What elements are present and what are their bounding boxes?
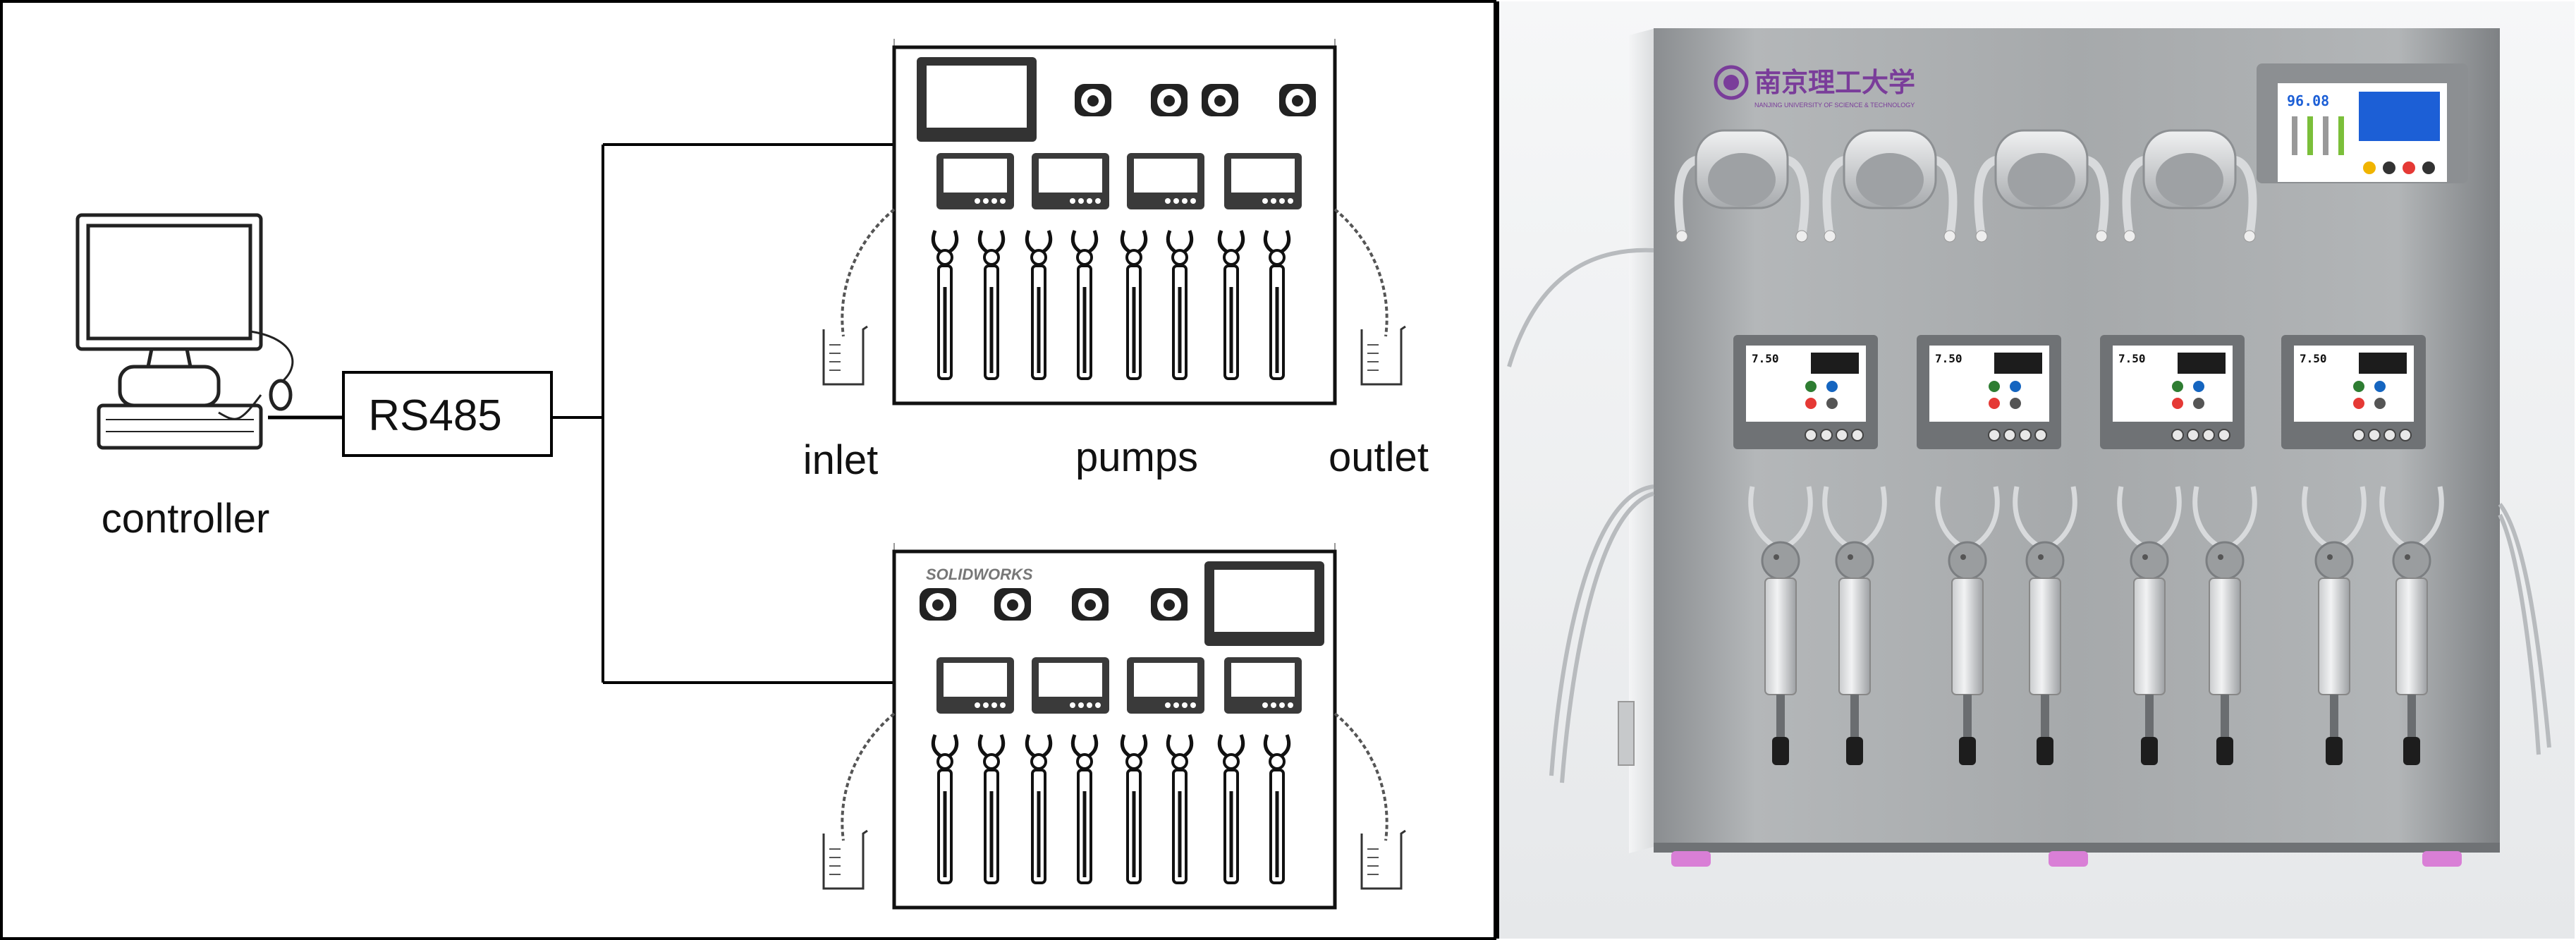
syringe-icon bbox=[931, 734, 959, 884]
main-screen-icons bbox=[2292, 116, 2435, 174]
solidworks-logo: SOLIDWORKS bbox=[926, 566, 1033, 583]
peristaltic-pump-icon bbox=[1072, 588, 1109, 621]
screen-button-icon bbox=[2403, 161, 2415, 174]
syringe-icon bbox=[977, 230, 1006, 380]
syringe-pump bbox=[1822, 486, 1887, 765]
syringe-icon bbox=[1120, 734, 1148, 884]
device-photo-panel: 南京理工大学 NANJING UNIVERSITY OF SCIENCE & T… bbox=[1496, 1, 2575, 939]
rs485-label: RS485 bbox=[368, 391, 502, 440]
peristaltic-pump bbox=[1674, 129, 1809, 243]
syringe-pump bbox=[2192, 486, 2257, 765]
level-bar-icon bbox=[2292, 116, 2297, 155]
peristaltic-pump-icon bbox=[1279, 84, 1316, 116]
side-plate bbox=[1629, 28, 1656, 853]
peristaltic-pump bbox=[1974, 129, 2109, 243]
module-screen bbox=[936, 153, 1014, 209]
module-touchscreen: 7.50 bbox=[1733, 335, 1878, 449]
syringe-icon bbox=[1166, 230, 1194, 380]
screen-button-icon bbox=[2422, 161, 2435, 174]
module-screen bbox=[1224, 657, 1302, 714]
syringe-pump bbox=[1748, 486, 1813, 765]
syringe-pump bbox=[2379, 486, 2444, 765]
module-screen bbox=[1127, 657, 1204, 714]
module-readout: 7.50 bbox=[1752, 352, 1779, 365]
module-screen bbox=[936, 657, 1014, 714]
peristaltic-pump-icon bbox=[1151, 588, 1188, 621]
outlet-label: outlet bbox=[1329, 434, 1429, 480]
syringe-icon bbox=[931, 230, 959, 380]
peristaltic-pump bbox=[1822, 129, 1958, 243]
level-bar-icon bbox=[2307, 116, 2313, 155]
device-components: 7.50 7.50 7.50 7.50 bbox=[1674, 129, 2444, 765]
peristaltic-pump bbox=[2122, 129, 2257, 243]
module-screen bbox=[1032, 657, 1109, 714]
level-bar-icon bbox=[2338, 116, 2344, 155]
university-name: 南京理工大学 bbox=[1754, 67, 1915, 98]
syringe-icon bbox=[1120, 230, 1148, 380]
syringe-icon bbox=[1166, 734, 1194, 884]
syringe-icon bbox=[1025, 230, 1053, 380]
syringe-pump bbox=[2302, 486, 2367, 765]
syringe-icon bbox=[1263, 230, 1291, 380]
syringe-pump bbox=[2013, 486, 2077, 765]
peristaltic-pump-icon bbox=[1202, 84, 1238, 116]
pump-cabinet: SOLIDWORKS bbox=[822, 543, 1406, 910]
module-touchscreen: 7.50 bbox=[2100, 335, 2245, 449]
module-touchscreen: 7.50 bbox=[1917, 335, 2061, 449]
peristaltic-pump-icon bbox=[994, 588, 1031, 621]
syringe-icon bbox=[1025, 734, 1053, 884]
syringe-pump bbox=[2117, 486, 2182, 765]
beaker-icon bbox=[1360, 325, 1406, 386]
beaker-icon bbox=[822, 325, 868, 386]
screen-button-icon bbox=[2363, 161, 2376, 174]
university-seal bbox=[1714, 65, 1749, 100]
pump-cabinet bbox=[822, 39, 1406, 405]
module-readout: 7.50 bbox=[2300, 352, 2327, 365]
beaker-icon bbox=[1360, 829, 1406, 890]
peristaltic-pump-icon bbox=[1075, 84, 1111, 116]
peristaltic-pump-icon bbox=[920, 588, 956, 621]
main-touchscreen: 96.08 bbox=[2257, 63, 2468, 183]
device-feet bbox=[1671, 851, 2462, 867]
university-name-en: NANJING UNIVERSITY OF SCIENCE & TECHNOLO… bbox=[1754, 102, 1915, 109]
schematic-panel: controller RS485 SOLIDWORKS inlet pumps … bbox=[0, 0, 1496, 940]
beaker-icon bbox=[822, 829, 868, 890]
syringe-icon bbox=[1217, 734, 1245, 884]
mouse bbox=[269, 379, 293, 411]
bus-wiring bbox=[551, 143, 894, 684]
pump-cabinets: SOLIDWORKS bbox=[822, 39, 1406, 910]
syringe-icon bbox=[1070, 230, 1099, 380]
side-connector bbox=[1618, 701, 1635, 766]
side-tubes bbox=[1507, 248, 2551, 783]
university-logo: 南京理工大学 NANJING UNIVERSITY OF SCIENCE & T… bbox=[1714, 65, 1915, 109]
peristaltic-pump-icon bbox=[1151, 84, 1188, 116]
module-touchscreen: 7.50 bbox=[2281, 335, 2426, 449]
level-bar-icon bbox=[2323, 116, 2328, 155]
screen-button-icon bbox=[2383, 161, 2395, 174]
main-readout: 96.08 bbox=[2287, 92, 2329, 109]
module-screen bbox=[1224, 153, 1302, 209]
syringe-pump bbox=[1935, 486, 2000, 765]
pumps-label: pumps bbox=[1075, 434, 1198, 480]
module-readout: 7.50 bbox=[2118, 352, 2146, 365]
module-readout: 7.50 bbox=[1935, 352, 1962, 365]
controller-label: controller bbox=[102, 496, 270, 542]
module-screen bbox=[1127, 153, 1204, 209]
pc-case bbox=[118, 365, 221, 408]
syringe-icon bbox=[977, 734, 1006, 884]
keyboard bbox=[97, 403, 263, 450]
rs485-box bbox=[342, 371, 553, 457]
syringe-icon bbox=[1263, 734, 1291, 884]
controller-computer bbox=[75, 213, 294, 450]
module-screen bbox=[1032, 153, 1109, 209]
syringe-icon bbox=[1070, 734, 1099, 884]
inlet-label: inlet bbox=[803, 437, 878, 483]
syringe-icon bbox=[1217, 230, 1245, 380]
